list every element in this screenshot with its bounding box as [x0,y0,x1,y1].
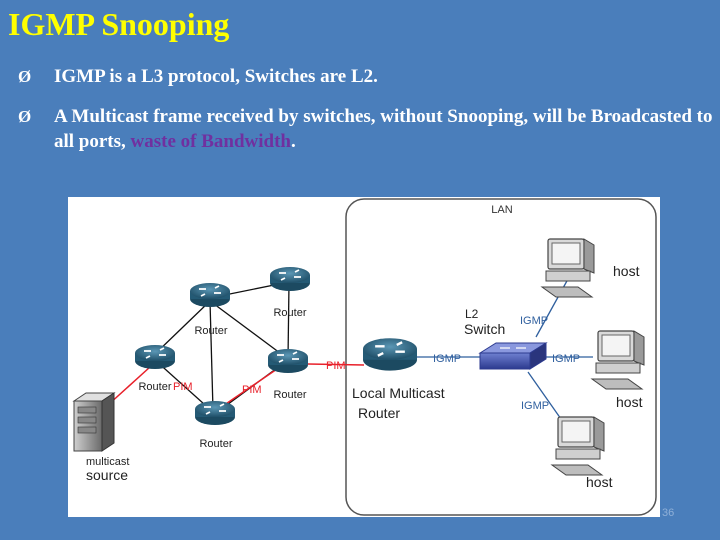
router-icon [267,348,309,374]
bullet-2-highlight: waste of Bandwidth [130,131,292,152]
router-label: Router [273,307,306,319]
source-label-line1: multicast [86,456,129,468]
switch-label-line2: Switch [464,321,505,337]
bullet-2-text-end: . [291,131,296,152]
switch-label-line1: L2 [465,307,479,321]
igmp-label: IGMP [552,353,580,365]
router-label: Router [273,389,306,401]
slide-title: IGMP Snooping [8,6,230,42]
server-icon [72,392,116,452]
local-router-icon [361,336,419,372]
bullet-2: Ø A Multicast frame received by switches… [18,104,712,156]
bullet-1: Ø IGMP is a L3 protocol, Switches are L2… [18,64,708,90]
router-label: Router [194,325,227,337]
pim-label: PIM [173,381,193,393]
igmp-label: IGMP [520,315,548,327]
router-label: Router [138,381,171,393]
bullet-1-text: IGMP is a L3 protocol, Switches are L2. [54,66,378,87]
pim-label: PIM [326,360,346,372]
igmp-label: IGMP [433,353,461,365]
bullet-2-text-main: A Multicast frame received by switches, … [54,106,713,152]
host-label: host [613,263,640,279]
router-icon [194,400,236,426]
local-router-label-line1: Local Multicast [352,385,445,401]
switch-icon [478,342,548,370]
router-icon [189,282,231,308]
source-label-line2: source [86,467,128,483]
host-label: host [616,394,643,410]
network-diagram: LAN Router Router Router Router Router P… [68,197,660,517]
router-icon [134,344,176,370]
router-label: Router [199,438,232,450]
router-icon [269,266,311,292]
slide-number: 36 [662,507,675,519]
pim-label: PIM [242,384,262,396]
lan-label: LAN [491,204,512,216]
bullet-arrow-icon: Ø [18,107,32,126]
lan-box [345,198,657,516]
igmp-label: IGMP [521,400,549,412]
bullet-arrow-icon: Ø [18,67,32,86]
host-label: host [586,474,613,490]
local-router-label-line2: Router [358,405,400,421]
bullet-2-text: A Multicast frame received by switches, … [54,104,714,154]
